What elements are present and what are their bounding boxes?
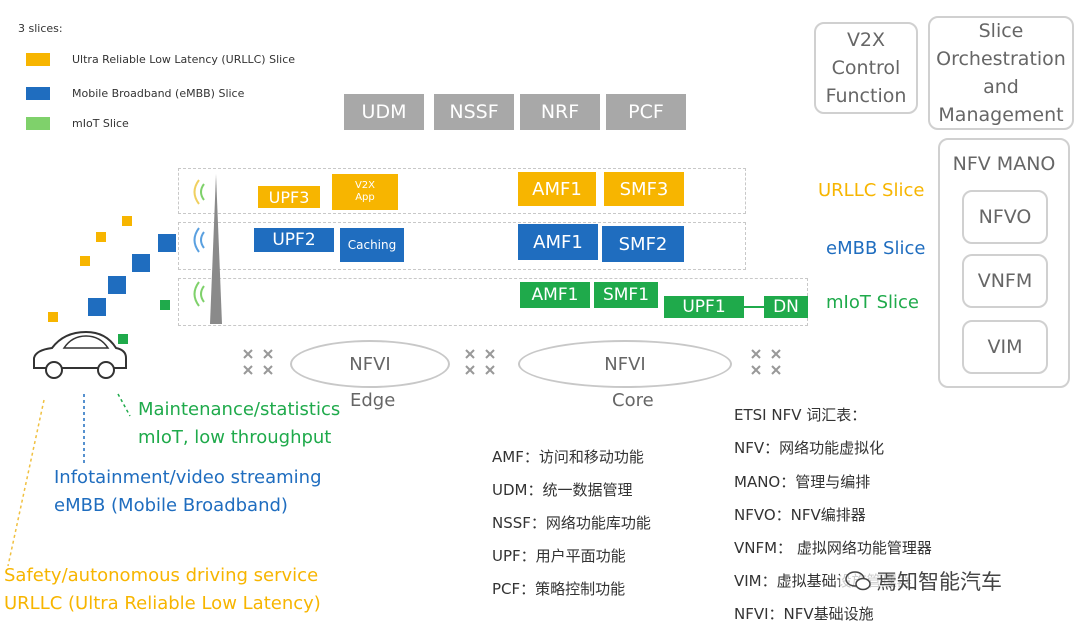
switch-icon — [751, 349, 781, 375]
glossary-nfv: NFV：网络功能虚拟化 — [734, 439, 885, 457]
slice-orchestration-box: Slice Orchestration and Management — [928, 16, 1074, 130]
udm-box: UDM — [344, 94, 424, 130]
smf2-box: SMF2 — [602, 226, 684, 262]
legend-swatch-urllc — [26, 53, 50, 66]
core-label: Core — [612, 390, 654, 411]
usecase-urllc-line1: Safety/autonomous driving service — [4, 565, 319, 586]
glossary-vnfm: VNFM： 虚拟网络功能管理器 — [734, 539, 932, 557]
miot-signal-square — [160, 300, 170, 310]
car-icon — [33, 330, 127, 379]
pcf-box: PCF — [606, 94, 686, 130]
watermark-text: 焉知智能汽车 — [876, 570, 1002, 594]
nrf-box: NRF — [520, 94, 600, 130]
legend-title: 3 slices: — [18, 22, 63, 35]
smf3-box: SMF3 — [604, 172, 684, 206]
smf1-box: SMF1 — [594, 282, 658, 308]
glossary-nssf: NSSF：网络功能库功能 — [492, 514, 651, 532]
glossary-nfvo: NFVO：NFV编排器 — [734, 506, 866, 524]
switch-icon — [465, 349, 495, 375]
caching-box: Caching — [340, 228, 404, 262]
glossary-mano: MANO：管理与编排 — [734, 473, 871, 491]
upf1-dn-connector — [744, 306, 764, 308]
vim-box: VIM — [962, 320, 1048, 374]
miot-signal-square — [118, 334, 128, 344]
amf1-miot-box: AMF1 — [520, 282, 590, 308]
legend-item-embb: Mobile Broadband (eMBB) Slice — [26, 87, 244, 100]
legend-swatch-embb — [26, 87, 50, 100]
amf1-embb-box: AMF1 — [518, 224, 598, 260]
embb-signal-square — [158, 234, 176, 252]
nfvi-edge-ellipse: NFVI — [290, 340, 450, 388]
usecase-urllc-line2: URLLC (Ultra Reliable Low Latency) — [4, 593, 321, 614]
upf1-box: UPF1 — [664, 296, 744, 318]
usecase-embb-line1: Infotainment/video streaming — [54, 467, 322, 488]
vnfm-box: VNFM — [962, 254, 1048, 308]
usecase-embb: Infotainment/video streaming eMBB (Mobil… — [54, 464, 322, 520]
watermark: 焉知智能汽车 — [840, 566, 1006, 596]
v2x-control-function-box: V2X Control Function — [814, 22, 918, 114]
usecase-connectors — [7, 393, 131, 567]
wechat-icon — [845, 571, 871, 591]
urllc-slice-label: URLLC Slice — [818, 180, 925, 201]
embb-signal-square — [132, 254, 150, 272]
urllc-signal-square — [96, 232, 106, 242]
embb-slice-row — [178, 222, 746, 270]
legend-label: Mobile Broadband (eMBB) Slice — [72, 87, 245, 100]
cell-tower-icon — [193, 174, 222, 324]
urllc-signal-square — [48, 312, 58, 322]
nfvi-core-ellipse: NFVI — [518, 340, 732, 388]
usecase-urllc: Safety/autonomous driving service URLLC … — [4, 562, 321, 618]
legend-item-urllc: Ultra Reliable Low Latency (URLLC) Slice — [26, 53, 295, 66]
usecase-miot-line2: mIoT, low throughput — [138, 427, 332, 448]
glossary-pcf: PCF：策略控制功能 — [492, 580, 626, 598]
legend-swatch-miot — [26, 117, 50, 130]
glossary-nfvi: NFVI：NFV基础设施 — [734, 605, 874, 623]
upf2-box: UPF2 — [254, 228, 334, 252]
embb-signal-square — [88, 298, 106, 316]
glossary-upf: UPF：用户平面功能 — [492, 547, 626, 565]
upf3-box: UPF3 — [258, 186, 320, 208]
amf1-urllc-box: AMF1 — [518, 172, 596, 206]
urllc-slice-row — [178, 168, 746, 214]
dn-box: DN — [764, 296, 808, 318]
v2x-app-box: V2X App — [332, 174, 398, 210]
urllc-signal-square — [122, 216, 132, 226]
nssf-box: NSSF — [434, 94, 514, 130]
edge-label: Edge — [350, 390, 396, 411]
legend-item-miot: mIoT Slice — [26, 117, 129, 130]
glossary-amf: AMF：访问和移动功能 — [492, 448, 644, 466]
usecase-embb-line2: eMBB (Mobile Broadband) — [54, 495, 288, 516]
usecase-miot: Maintenance/statistics mIoT, low through… — [138, 396, 340, 452]
switch-icon — [243, 349, 273, 375]
urllc-signal-square — [80, 256, 90, 266]
embb-signal-square — [108, 276, 126, 294]
nfvo-box: NFVO — [962, 190, 1048, 244]
legend-label: Ultra Reliable Low Latency (URLLC) Slice — [72, 53, 296, 66]
embb-slice-label: eMBB Slice — [826, 238, 926, 259]
legend-label: mIoT Slice — [72, 117, 129, 130]
miot-slice-label: mIoT Slice — [826, 292, 919, 313]
glossary-udm: UDM：统一数据管理 — [492, 481, 633, 499]
usecase-miot-line1: Maintenance/statistics — [138, 399, 341, 420]
glossary-title: ETSI NFV 词汇表： — [734, 406, 867, 424]
nfv-mano-title: NFV MANO — [952, 153, 1056, 175]
